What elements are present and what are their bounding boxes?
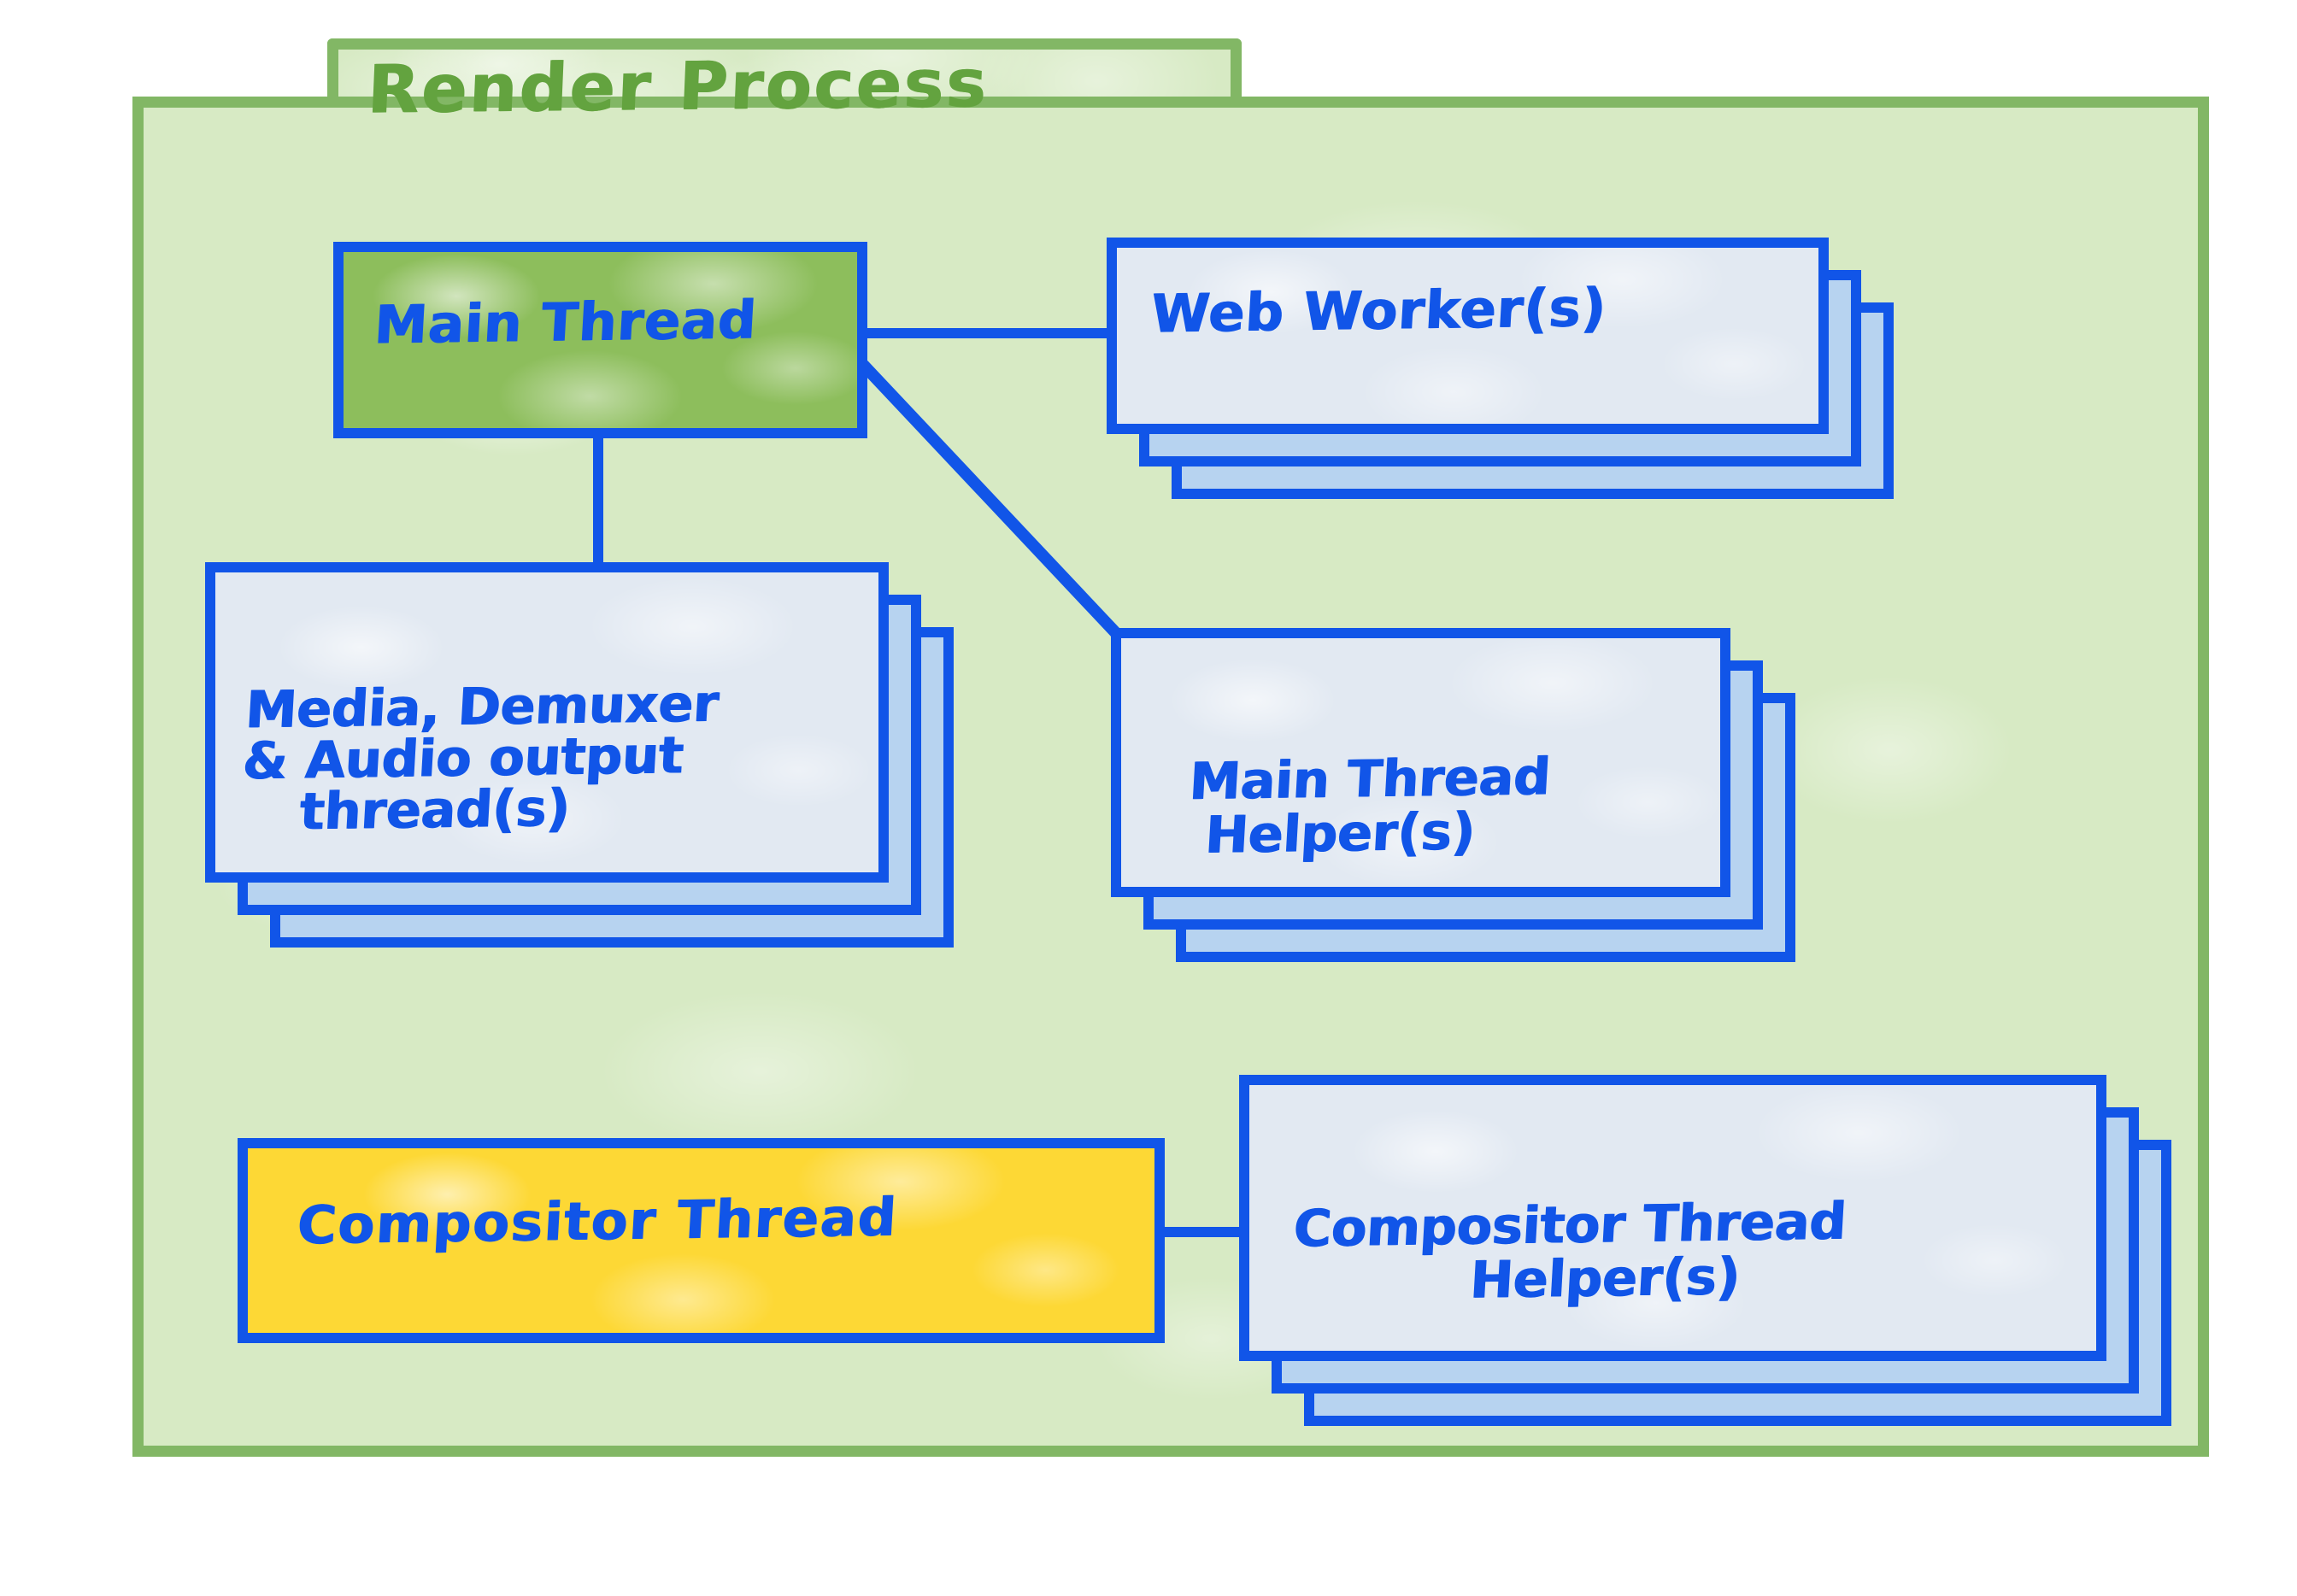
node-main-thread[interactable]: Main Thread	[333, 242, 867, 438]
node-web-worker-label: Web Worker(s)	[1148, 276, 1608, 345]
node-compositor-thread[interactable]: Compositor Thread	[238, 1138, 1165, 1343]
node-main-thread-helper-label-line1: Main Thread	[1187, 747, 1552, 813]
node-main-thread-helper[interactable]: Main Thread Helper(s)	[1111, 628, 1795, 962]
node-main-thread-label: Main Thread	[372, 288, 759, 356]
node-media-label: Media, Demuxer & Audio output thread(s)	[197, 624, 965, 890]
node-compositor-thread-helper[interactable]: Compositor Thread Helper(s)	[1239, 1075, 2179, 1426]
node-compositor-thread-helper-label: Compositor Thread Helper(s)	[1232, 1136, 2185, 1364]
node-web-worker[interactable]: Web Worker(s)	[1107, 238, 1894, 499]
node-main-thread-helper-label: Main Thread Helper(s)	[1105, 693, 1801, 918]
node-main-thread-helper-label-line2: Helper(s)	[1203, 801, 1477, 866]
process-title: Render Process	[365, 45, 990, 129]
node-media-demuxer-audio-thread[interactable]: Media, Demuxer & Audio output thread(s)	[205, 562, 957, 948]
